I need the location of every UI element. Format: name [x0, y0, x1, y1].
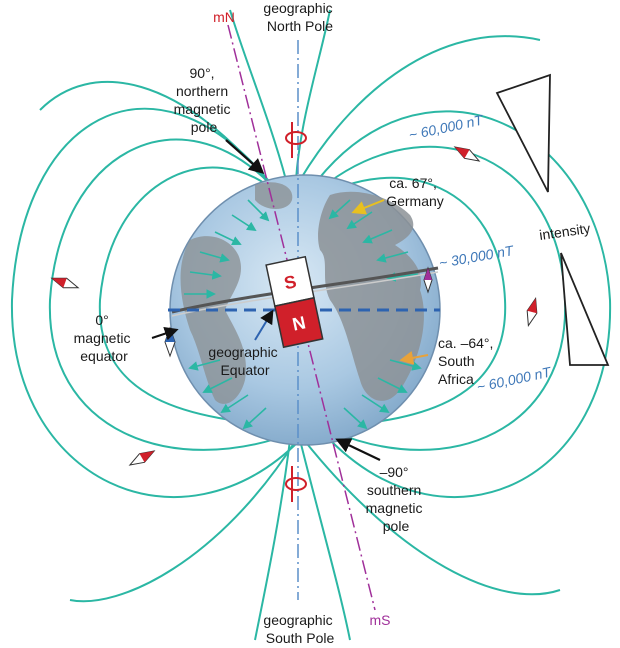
magnetic-equator-label: 0° magnetic equator [74, 312, 135, 364]
field-line [309, 110, 612, 499]
intensity-label: intensity [538, 220, 591, 243]
geographic-equator-label: geographic Equator [208, 344, 281, 378]
field-line [313, 176, 507, 427]
bar-magnet: S N [265, 255, 324, 349]
compass-needle [128, 450, 156, 466]
field-line [295, 9, 331, 181]
northern-magnetic-pole-label: 90°, northern magnetic pole [174, 65, 235, 135]
compass-needle [453, 146, 481, 162]
intensity-wedge-bottom [560, 252, 610, 366]
intensity-wedges [495, 73, 610, 366]
land-americas [180, 236, 246, 404]
field-line [48, 138, 297, 451]
rotation-arrows [285, 122, 307, 502]
intensity-wedge-top [495, 73, 551, 193]
southern-magnetic-pole-label: –90° southern magnetic pole [366, 464, 427, 534]
compass-needle [50, 277, 80, 289]
surface-field-arrows [184, 199, 422, 430]
field-line [10, 107, 301, 499]
compass-needle [526, 297, 538, 327]
south-pole-label: geographic South Pole [263, 612, 336, 646]
nt-mid-label: ~ 30,000 nT [438, 242, 516, 271]
field-line [69, 439, 297, 603]
field-line [299, 439, 351, 641]
magnet-n-label: N [291, 312, 308, 334]
field-line [303, 439, 561, 596]
annotation-arrows [151, 139, 429, 461]
magnet-s-label: S [282, 271, 298, 293]
field-line [299, 35, 541, 181]
land-europe-africa [318, 191, 424, 401]
field-line [39, 81, 281, 197]
land-greenland [255, 182, 293, 209]
mS-label: mS [370, 612, 391, 628]
compass-needle [423, 266, 433, 294]
field-line [229, 9, 287, 181]
field-line [98, 166, 293, 427]
north-pole-label: geographic North Pole [263, 0, 336, 34]
south-africa-label: ca. –64°, South Africa [438, 335, 497, 387]
mN-label: mN [213, 9, 235, 25]
field-line [254, 439, 291, 641]
nt-top-label: ~ 60,000 nT [407, 111, 485, 143]
germany-label: ca. 67°, Germany [386, 175, 444, 209]
